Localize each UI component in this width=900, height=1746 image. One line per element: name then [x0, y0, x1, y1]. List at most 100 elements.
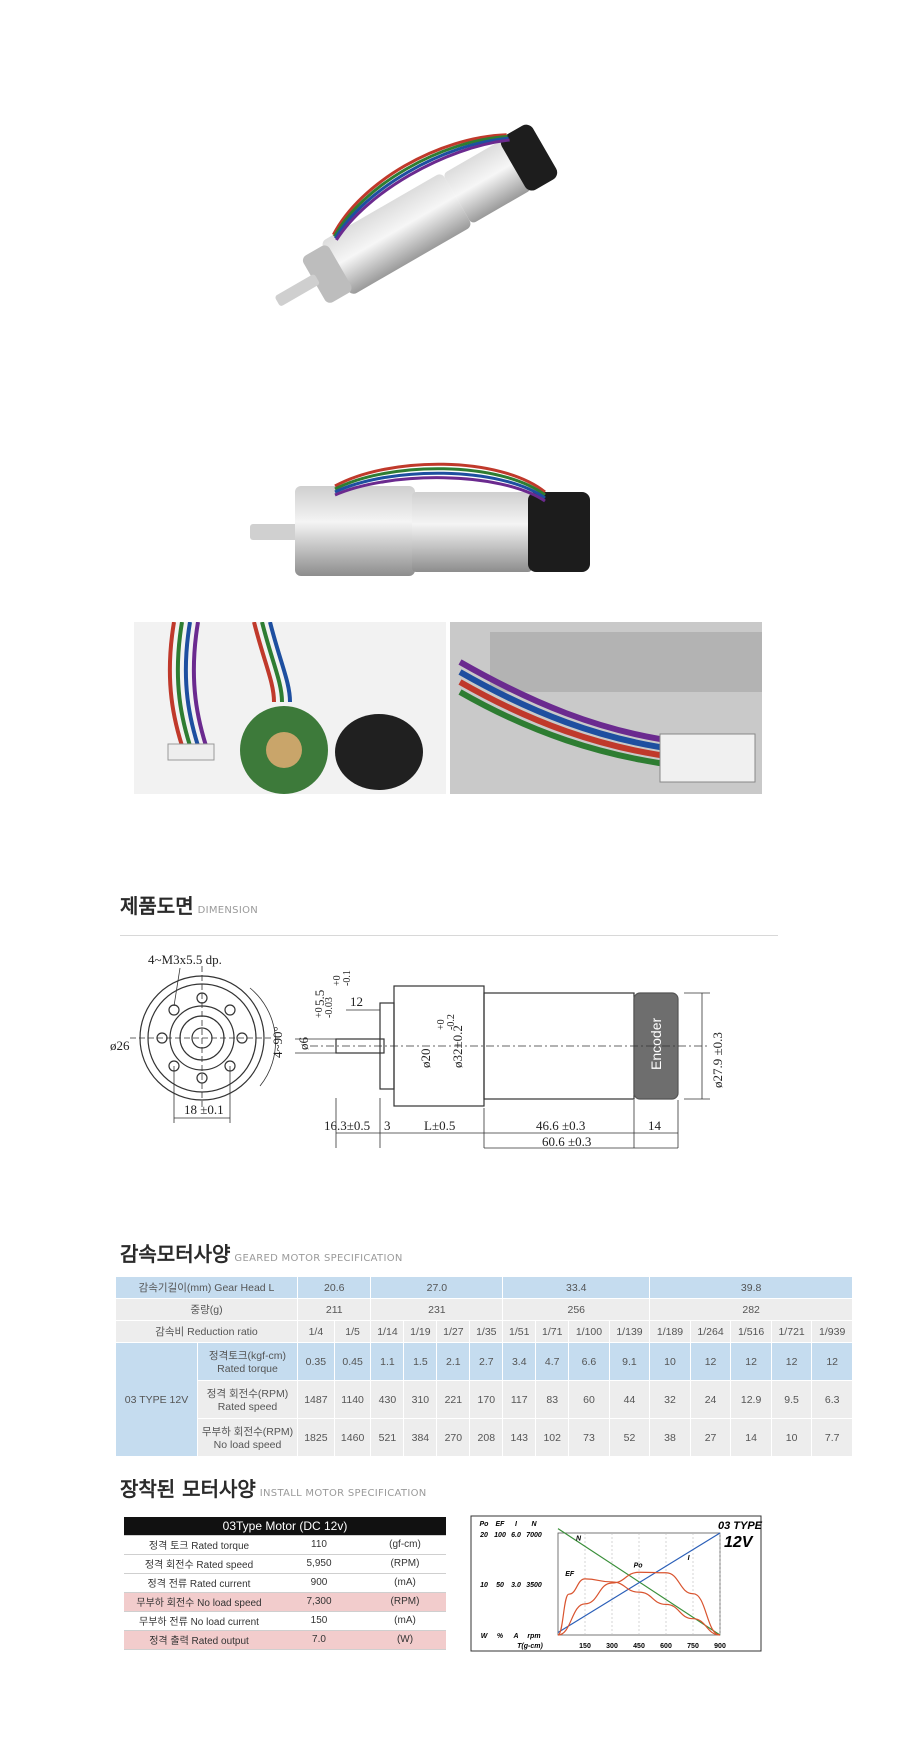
row-label-ko: 무부하 회전수(RPM) — [201, 1426, 294, 1438]
l466-label: 46.6 ±0.3 — [536, 1118, 585, 1133]
torque-cell: 2.7 — [469, 1342, 504, 1381]
torque-cell: 3.4 — [502, 1342, 537, 1381]
ratio-row: 감속비 Reduction ratio 1/4 1/5 1/14 1/19 1/… — [115, 1320, 853, 1343]
y-tick-label: 20 — [479, 1532, 488, 1539]
torque-cell: 0.35 — [297, 1342, 335, 1381]
install-unit: (RPM) — [364, 1554, 446, 1574]
speed-cell: 6.3 — [811, 1380, 853, 1419]
pcd-label: ø26 — [110, 1038, 130, 1053]
series-label-po: Po — [634, 1563, 644, 1570]
install-row: 정격 전류 Rated current 900 (mA) — [124, 1573, 446, 1593]
y-tick-label: 6.0 — [511, 1532, 521, 1539]
geared-spec-table: 감속기길이(mm) Gear Head L 20.6 27.0 33.4 39.… — [115, 1276, 853, 1457]
series-line-po — [557, 1571, 721, 1636]
ratio-cell: 1/721 — [770, 1320, 813, 1343]
flat-tol-label: +0-0.1 — [332, 970, 353, 986]
install-row: 정격 회전수 Rated speed 5,950 (RPM) — [124, 1554, 446, 1574]
ratio-cell: 1/264 — [689, 1320, 732, 1343]
noload-cell: 7.7 — [811, 1418, 853, 1457]
row-label-en: Rated speed — [217, 1401, 278, 1413]
encoder-label: Encoder — [648, 1018, 664, 1070]
holes-label: 4~M3x5.5 dp. — [148, 952, 222, 967]
no-load-speed-row: 무부하 회전수(RPM)No load speed 1825 1460 521 … — [116, 1418, 853, 1457]
install-label: 정격 출력 Rated output — [124, 1630, 274, 1650]
type-label: 03 TYPE 12V — [115, 1342, 198, 1457]
noload-cell: 384 — [403, 1418, 438, 1457]
chart-subtitle: 12V — [724, 1534, 754, 1551]
speed-cell: 170 — [469, 1380, 504, 1419]
install-unit: (mA) — [364, 1611, 446, 1631]
install-row: 정격 출력 Rated output 7.0 (W) — [124, 1630, 446, 1650]
install-value: 110 — [274, 1535, 364, 1555]
dimension-title-ko: 제품도면 — [120, 894, 194, 918]
y-tick-label: 3.0 — [511, 1582, 521, 1589]
angle-label: 4~90° — [270, 1026, 285, 1058]
speed-cell: 60 — [568, 1380, 610, 1419]
dimension-drawing: 4~M3x5.5 dp. ø26 4~90° 18 ±0.1 12 ø6 +0-… — [110, 952, 725, 1149]
install-value: 900 — [274, 1573, 364, 1593]
x-tick-label: 450 — [633, 1643, 645, 1650]
ratio-cell: 1/19 — [403, 1320, 438, 1343]
shaft-tol-label: +0-0.03 — [314, 997, 335, 1018]
weight-row: 중량(g) 211 231 256 282 — [115, 1298, 853, 1321]
gear-head-cell: 33.4 — [502, 1276, 651, 1299]
ratio-cell: 1/939 — [811, 1320, 853, 1343]
noload-cell: 27 — [689, 1418, 732, 1457]
d20-tol-label: +0-0.2 — [436, 1014, 457, 1030]
weight-cell: 282 — [649, 1298, 853, 1321]
y-tick-label: 3500 — [526, 1582, 542, 1589]
install-unit: (RPM) — [364, 1592, 446, 1612]
axis-header: I — [515, 1521, 518, 1528]
geared-title-en: GEARED MOTOR SPECIFICATION — [234, 1253, 403, 1264]
install-unit: (W) — [364, 1630, 446, 1650]
series-line-ef — [557, 1578, 721, 1636]
speed-cell: 83 — [535, 1380, 570, 1419]
row-label: 무부하 회전수(RPM)No load speed — [197, 1418, 298, 1457]
torque-cell: 6.6 — [568, 1342, 610, 1381]
gear-head-label: 감속기길이(mm) Gear Head L — [115, 1276, 298, 1299]
shaft-d-label: ø6 — [296, 1037, 311, 1051]
noload-cell: 38 — [649, 1418, 691, 1457]
speed-cell: 32 — [649, 1380, 691, 1419]
weight-cell: 256 — [502, 1298, 651, 1321]
speed-cell: 310 — [403, 1380, 438, 1419]
noload-cell: 1825 — [297, 1418, 335, 1457]
ratio-cell: 1/516 — [730, 1320, 772, 1343]
y-tick-label: rpm — [527, 1633, 540, 1640]
install-label: 정격 전류 Rated current — [124, 1573, 274, 1593]
x-tick-label: 600 — [660, 1643, 672, 1650]
speed-cell: 117 — [502, 1380, 537, 1419]
ratio-cell: 1/139 — [608, 1320, 651, 1343]
noload-cell: 73 — [568, 1418, 610, 1457]
y-tick-label: A — [512, 1633, 518, 1640]
series-label-ef: EF — [565, 1571, 575, 1578]
install-table-header: 03Type Motor (DC 12v) — [124, 1517, 446, 1536]
x-tick-label: 900 — [714, 1643, 726, 1650]
row-label-ko: 정격 회전수(RPM) — [206, 1388, 289, 1400]
torque-cell: 12 — [730, 1342, 772, 1381]
weight-label: 중량(g) — [115, 1298, 298, 1321]
noload-cell: 102 — [535, 1418, 570, 1457]
x-tick-label: 750 — [687, 1643, 699, 1650]
install-row: 무부하 전류 No load current 150 (mA) — [124, 1611, 446, 1631]
noload-cell: 208 — [469, 1418, 504, 1457]
install-label: 무부하 전류 No load current — [124, 1611, 274, 1631]
rated-torque-row: 03 TYPE 12V 정격토크(kgf-cm)Rated torque 0.3… — [115, 1342, 853, 1457]
gear-head-cell: 39.8 — [649, 1276, 853, 1299]
ratio-cell: 1/14 — [370, 1320, 405, 1343]
width18-label: 18 ±0.1 — [184, 1102, 224, 1117]
install-value: 7,300 — [274, 1592, 364, 1612]
chart-title: 03 TYPE — [718, 1520, 763, 1532]
ratio-cell: 1/189 — [649, 1320, 691, 1343]
gear-head-cell: 27.0 — [370, 1276, 504, 1299]
ratio-cell: 1/51 — [502, 1320, 537, 1343]
install-unit: (mA) — [364, 1573, 446, 1593]
row-label: 정격토크(kgf-cm)Rated torque — [197, 1342, 298, 1381]
axis-header: EF — [496, 1521, 506, 1528]
y-tick-label: % — [497, 1633, 504, 1640]
